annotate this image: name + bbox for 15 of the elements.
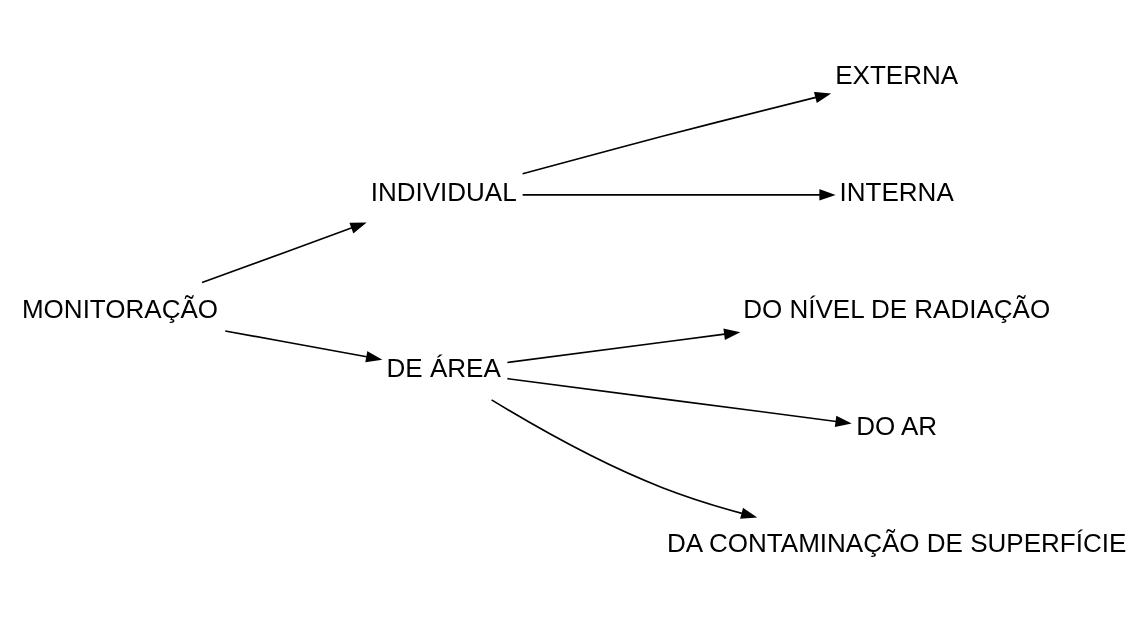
node-text: INTERNA: [839, 177, 954, 208]
node-text: INDIVIDUAL: [370, 177, 517, 208]
arrow: [506, 377, 852, 428]
node-text: MONITORAÇÃO: [21, 294, 219, 325]
arrow: [224, 330, 383, 363]
node-text: DO NÍVEL DE RADIAÇÃO: [743, 294, 1051, 325]
arrow: [506, 328, 741, 364]
node-text: DA CONTAMINAÇÃO DE SUPERFÍCIE: [667, 528, 1127, 559]
arrow: [490, 399, 758, 519]
node-text: DE ÁREA: [386, 352, 501, 383]
node-text: DO AR: [856, 411, 938, 442]
arrow: [521, 91, 832, 175]
arrow: [201, 222, 367, 284]
arrow: [521, 189, 836, 201]
node-text: EXTERNA: [835, 59, 959, 90]
